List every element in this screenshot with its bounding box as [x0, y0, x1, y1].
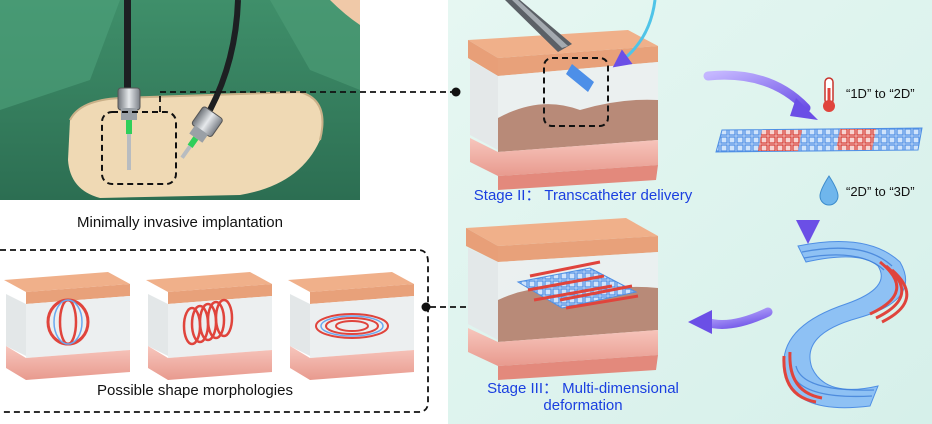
- morphology-block-1: [4, 272, 130, 380]
- label-2d-to-3d: “2D” to “3D”: [846, 184, 915, 199]
- label-stage3-line2: deformation: [543, 397, 623, 414]
- water-drop-icon: [819, 175, 839, 206]
- thermometer-icon: [823, 77, 835, 112]
- connector-dot-1: [451, 87, 461, 97]
- morphology-box: [0, 249, 429, 413]
- label-minimally-invasive-implantation: Minimally invasive implantation: [77, 214, 283, 231]
- surgery-illustration: [0, 0, 360, 200]
- flat-mesh-2d: [715, 127, 923, 153]
- connector-dot-2: [421, 302, 431, 312]
- morphology-block-2: [146, 272, 272, 380]
- label-possible-shape-morphologies: Possible shape morphologies: [97, 382, 293, 399]
- stage3-tissue-block: [466, 218, 658, 380]
- trocar-cable-2: [207, 0, 241, 112]
- focus-box-implant-site: [101, 111, 177, 185]
- connector-implant-to-stage2: [159, 91, 455, 112]
- morphology-block-3: [288, 272, 414, 380]
- label-stage2: Stage II： Transcatheter delivery: [473, 187, 693, 204]
- stage2-tissue-block: [468, 0, 658, 190]
- trocar-cable-1: [124, 0, 131, 90]
- s-shaped-mesh-3d: [782, 241, 909, 409]
- label-stage3-line1: Stage III： Multi-dimensional: [487, 380, 679, 397]
- label-1d-to-2d: “1D” to “2D”: [846, 86, 915, 101]
